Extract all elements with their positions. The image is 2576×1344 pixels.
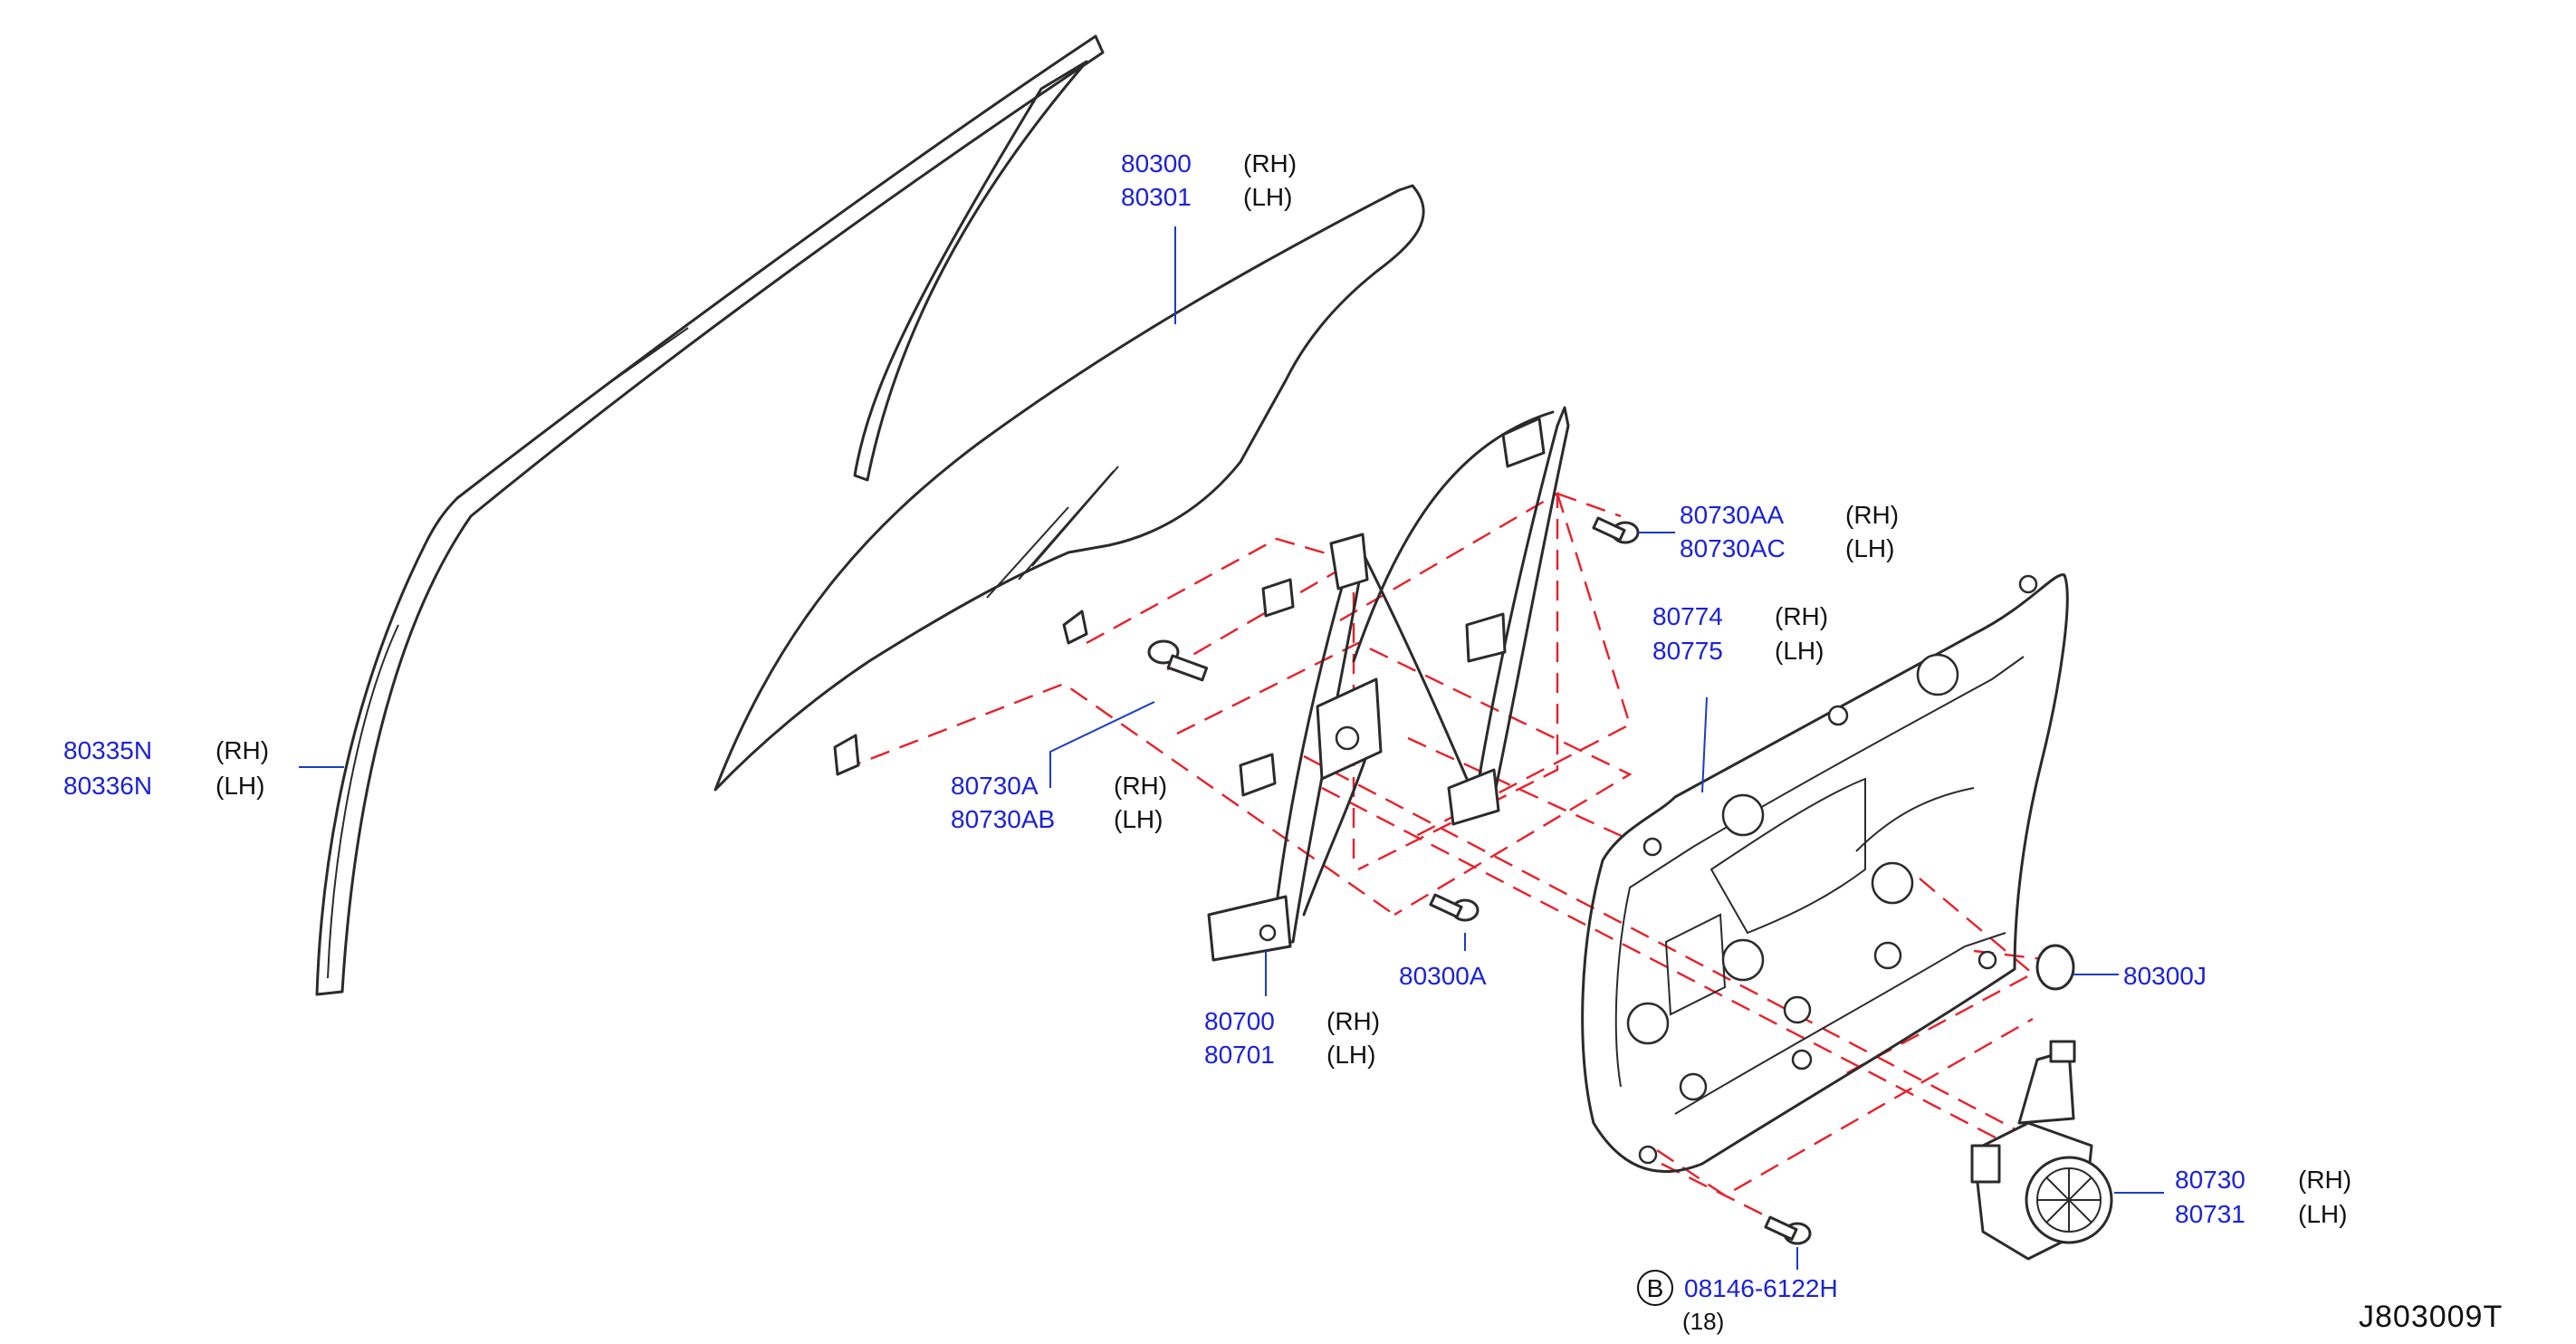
part-number-glass-lh[interactable]: 80301 xyxy=(1121,183,1192,211)
part-number-regulator-lh[interactable]: 80701 xyxy=(1204,1041,1275,1069)
assembly-dashed-lines xyxy=(841,491,2052,1229)
side-label-rh: (RH) xyxy=(1326,1007,1380,1035)
leader-lines xyxy=(299,226,2164,1270)
side-label-rh: (RH) xyxy=(2298,1166,2351,1194)
part-number-panel-rh[interactable]: 80774 xyxy=(1652,602,1723,630)
door-glass xyxy=(713,184,1425,792)
side-label-lh: (LH) xyxy=(1243,183,1292,211)
part-number-panel-bolt[interactable]: 08146-6122H xyxy=(1684,1274,1838,1302)
part-number-sash-lh[interactable]: 80336N xyxy=(63,772,152,800)
part-number-motor-rh[interactable]: 80730 xyxy=(2175,1166,2246,1194)
side-label-rh: (RH) xyxy=(1243,149,1297,178)
side-label-lh: (LH) xyxy=(1845,534,1894,562)
diagram-code: J803009T xyxy=(2359,1300,2503,1334)
side-label-rh: (RH) xyxy=(215,736,269,764)
side-label-rh: (RH) xyxy=(1845,501,1899,529)
part-number-glass-bolt-lh[interactable]: 80730AB xyxy=(951,805,1055,833)
callout-glass-bolt: 80730A (RH) 80730AB (LH) xyxy=(951,772,1167,833)
part-number-glass-bolt-rh[interactable]: 80730A xyxy=(951,772,1039,800)
bolt-regulator-lower xyxy=(1429,893,1480,922)
b-marker-label: B xyxy=(1647,1274,1664,1302)
side-label-rh: (RH) xyxy=(1775,602,1828,630)
regulator-motor xyxy=(1970,1040,2113,1261)
b-marker-circle xyxy=(1637,1270,1673,1306)
side-label-lh: (LH) xyxy=(1326,1041,1375,1069)
callout-glass: 80300 (RH) 80301 (LH) xyxy=(1121,149,1297,211)
bolt-glass-to-regulator xyxy=(1147,639,1209,682)
side-label-lh: (LH) xyxy=(215,772,264,800)
bolt-regulator-upper xyxy=(1592,516,1640,544)
part-number-regulator-rh[interactable]: 80700 xyxy=(1204,1007,1275,1035)
callout-motor: 80730 (RH) 80731 (LH) xyxy=(2175,1166,2351,1228)
hole-plug xyxy=(2035,944,2075,991)
glass-tab-upper xyxy=(1062,610,1088,645)
part-number-upper-bolt-lh[interactable]: 80730AC xyxy=(1680,534,1786,562)
bolt-panel xyxy=(1764,1215,1812,1245)
side-label-lh: (LH) xyxy=(2298,1200,2347,1228)
part-number-motor-lh[interactable]: 80731 xyxy=(2175,1200,2246,1228)
glass-tab-lower xyxy=(833,734,860,776)
callout-regulator: 80700 (RH) 80701 (LH) xyxy=(1204,1007,1380,1069)
quantity-label: (18) xyxy=(1682,1308,1724,1335)
part-number-sash-rh[interactable]: 80335N xyxy=(63,736,152,764)
side-label-rh: (RH) xyxy=(1114,772,1167,800)
callout-panel-bolt: B 08146-6122H (18) xyxy=(1637,1270,1838,1335)
part-number-glass-rh[interactable]: 80300 xyxy=(1121,149,1192,178)
part-number-panel-lh[interactable]: 80775 xyxy=(1652,637,1723,665)
door-sash-channel xyxy=(315,34,1105,996)
part-number-upper-bolt-rh[interactable]: 80730AA xyxy=(1680,501,1785,529)
side-label-lh: (LH) xyxy=(1775,637,1824,665)
side-label-lh: (LH) xyxy=(1114,805,1163,833)
callout-upper-bolt: 80730AA (RH) 80730AC (LH) xyxy=(1680,501,1899,562)
callout-module-panel: 80774 (RH) 80775 (LH) xyxy=(1652,602,1828,665)
part-number-regulator-bolt[interactable]: 80300A xyxy=(1399,962,1487,990)
part-number-plug[interactable]: 80300J xyxy=(2123,962,2207,990)
window-regulator xyxy=(1207,406,1570,962)
callout-sash: 80335N (RH) 80336N (LH) xyxy=(63,736,269,800)
door-module-panel xyxy=(1581,573,2069,1174)
